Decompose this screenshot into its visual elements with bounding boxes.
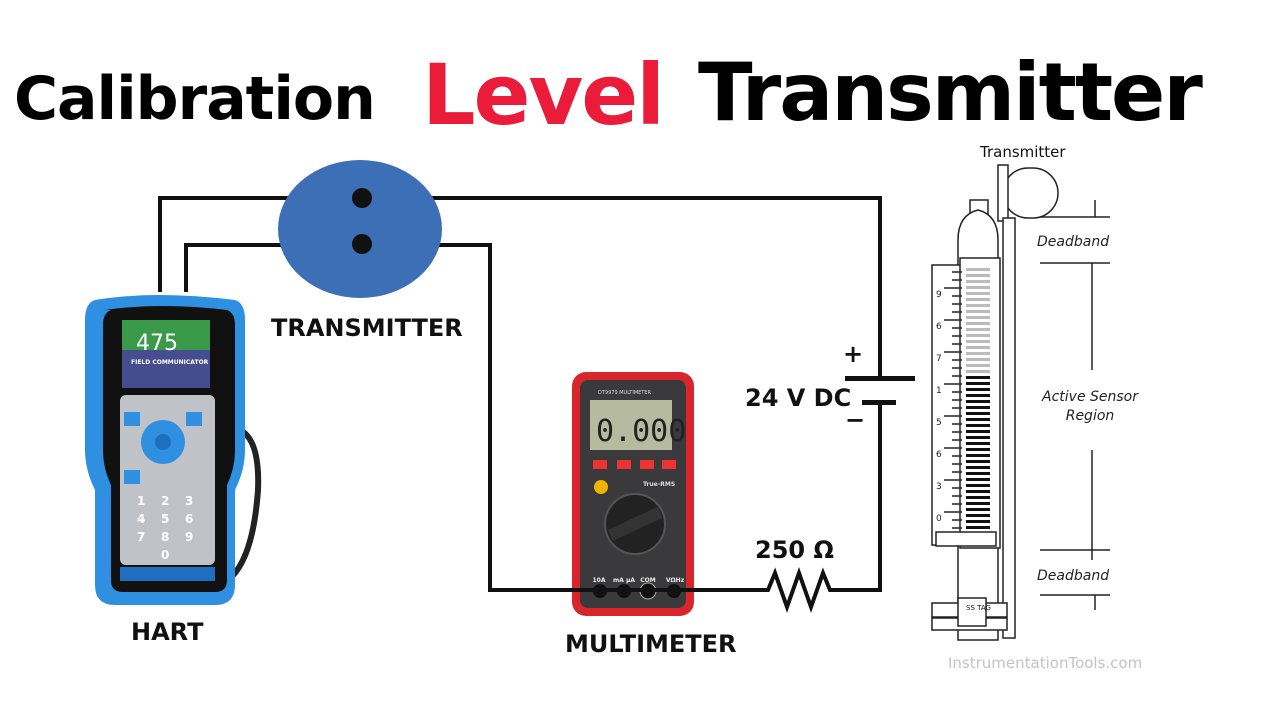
level-flap bbox=[966, 280, 990, 283]
level-flap bbox=[966, 436, 990, 439]
tag-label: SS TAG bbox=[966, 604, 991, 612]
hart-communicator: 475 FIELD COMMUNICATOR 1 2 3 4 5 6 7 8 9 0 bbox=[85, 295, 262, 605]
scale-number: 0 bbox=[936, 514, 942, 524]
hart-key: 1 bbox=[137, 494, 145, 508]
level-flap bbox=[966, 472, 990, 475]
wire-top bbox=[158, 196, 882, 378]
level-flap bbox=[966, 514, 990, 517]
level-flap bbox=[966, 430, 990, 433]
level-flap bbox=[966, 502, 990, 505]
hart-key: 6 bbox=[185, 512, 193, 526]
battery-symbol bbox=[845, 376, 915, 405]
deadband-bottom-label: Deadband bbox=[1037, 568, 1109, 584]
level-flap bbox=[966, 508, 990, 511]
scale-number: 6 bbox=[936, 322, 942, 332]
level-flap bbox=[966, 286, 990, 289]
scale-number: 3 bbox=[936, 482, 942, 492]
deadband-top-label: Deadband bbox=[1037, 234, 1109, 250]
resistor-label: 250 Ω bbox=[755, 536, 834, 564]
level-flap bbox=[966, 496, 990, 499]
level-flap bbox=[966, 460, 990, 463]
title-level: Level bbox=[422, 46, 665, 144]
level-flap bbox=[966, 346, 990, 349]
scale-number: 5 bbox=[936, 418, 942, 428]
jack-label-ma: mA µA bbox=[613, 577, 635, 584]
level-flap bbox=[966, 370, 990, 373]
level-flap bbox=[966, 292, 990, 295]
level-flap bbox=[966, 418, 990, 421]
hart-label: HART bbox=[131, 618, 204, 646]
jack-label-10a: 10A bbox=[593, 577, 606, 584]
multimeter-reading: 0.000 bbox=[596, 414, 686, 449]
level-flap bbox=[966, 526, 990, 529]
active-region-label: Active Sensor Region bbox=[1042, 389, 1138, 424]
hart-key: 8 bbox=[161, 530, 169, 544]
level-flap bbox=[966, 520, 990, 523]
plus-sign: + bbox=[843, 340, 864, 368]
hart-key: 4 bbox=[137, 512, 145, 526]
level-flap bbox=[966, 478, 990, 481]
hart-key: 5 bbox=[161, 512, 169, 526]
level-flap bbox=[966, 322, 990, 325]
level-flap bbox=[966, 376, 990, 379]
transmitter-label: TRANSMITTER bbox=[271, 314, 463, 342]
level-flap bbox=[966, 442, 990, 445]
wire-return bbox=[836, 402, 882, 592]
level-flap bbox=[966, 382, 990, 385]
scale-number: 6 bbox=[936, 450, 942, 460]
multimeter-brand: DT9979 MULTIMETER bbox=[598, 390, 652, 396]
level-flap bbox=[966, 328, 990, 331]
level-flap bbox=[966, 406, 990, 409]
hart-screen-text: FIELD COMMUNICATOR bbox=[131, 359, 209, 366]
watermark: InstrumentationTools.com bbox=[948, 654, 1142, 672]
level-flap bbox=[966, 316, 990, 319]
scale-number: 7 bbox=[936, 354, 942, 364]
minus-sign: − bbox=[845, 406, 866, 434]
level-flap bbox=[966, 424, 990, 427]
level-flap bbox=[966, 490, 990, 493]
level-flap bbox=[966, 412, 990, 415]
resistor-zigzag bbox=[760, 566, 836, 614]
gauge-transmitter-label: Transmitter bbox=[979, 143, 1066, 161]
level-flap bbox=[966, 298, 990, 301]
terminal-dot bbox=[352, 188, 372, 208]
terminal-dot bbox=[352, 234, 372, 254]
transmitter-circle bbox=[278, 160, 442, 298]
hart-key: 3 bbox=[185, 494, 193, 508]
hart-key: 2 bbox=[161, 494, 169, 508]
level-flap bbox=[966, 466, 990, 469]
title-transmitter: Transmitter bbox=[698, 46, 1203, 139]
level-flap bbox=[966, 268, 990, 271]
hart-key: 0 bbox=[161, 548, 169, 562]
level-flap bbox=[966, 352, 990, 355]
level-gauge: 9 6 7 1 5 6 3 0 bbox=[931, 164, 1110, 641]
level-flap bbox=[966, 388, 990, 391]
jack-label-vohz: VΩHz bbox=[666, 577, 685, 584]
jack-label-com: COM bbox=[640, 577, 656, 584]
scale-number: 1 bbox=[936, 386, 942, 396]
hart-key: 7 bbox=[137, 530, 145, 544]
level-flap bbox=[966, 340, 990, 343]
level-flap bbox=[966, 484, 990, 487]
hart-model: 475 bbox=[136, 331, 178, 356]
multimeter: 0.000 DT9979 MULTIMETER True-RMS 10A mA … bbox=[572, 372, 694, 616]
hart-key: 9 bbox=[185, 530, 193, 544]
level-flap bbox=[966, 304, 990, 307]
supply-label: 24 V DC bbox=[745, 384, 852, 412]
level-flap bbox=[966, 448, 990, 451]
level-flap bbox=[966, 364, 990, 367]
level-flap bbox=[966, 334, 990, 337]
multimeter-label: MULTIMETER bbox=[565, 630, 737, 658]
level-flap bbox=[966, 358, 990, 361]
level-flap bbox=[966, 454, 990, 457]
multimeter-rms: True-RMS bbox=[643, 481, 675, 488]
level-flap bbox=[966, 274, 990, 277]
level-flap bbox=[966, 310, 990, 313]
level-flap bbox=[966, 394, 990, 397]
scale-number: 9 bbox=[936, 290, 942, 300]
title-calibration: Calibration bbox=[14, 64, 376, 134]
level-flap bbox=[966, 400, 990, 403]
